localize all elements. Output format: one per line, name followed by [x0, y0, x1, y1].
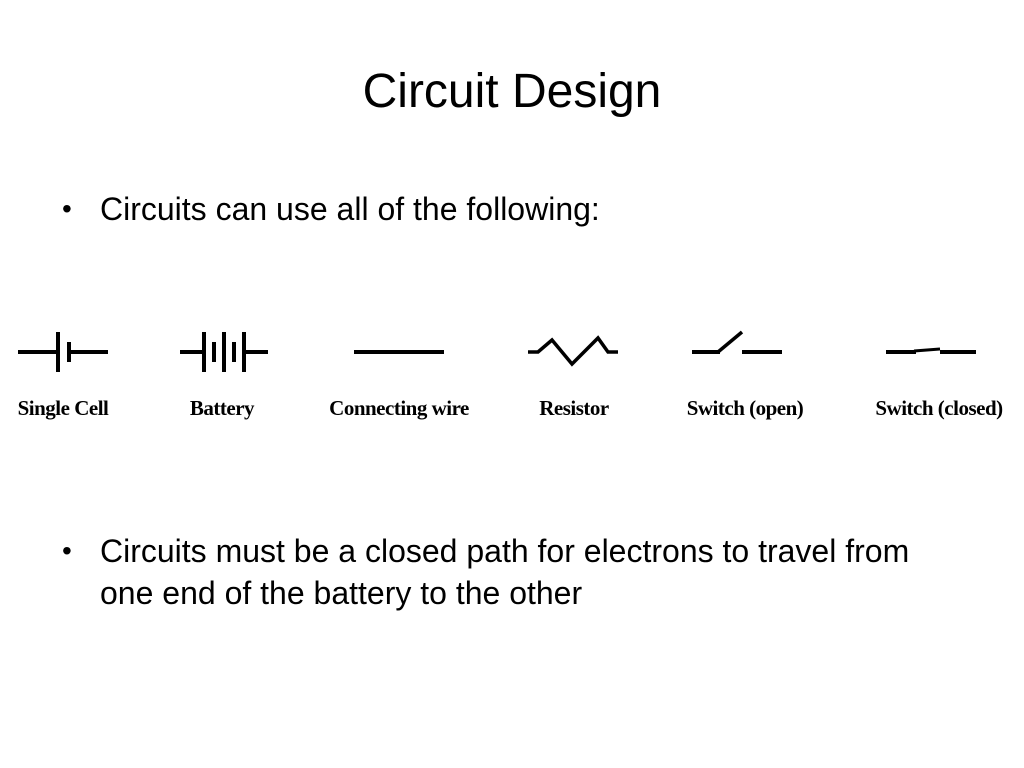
single-cell-icon [18, 332, 108, 372]
connecting-wire-icon [354, 350, 444, 354]
resistor-icon [528, 335, 618, 367]
symbol-connecting-wire: Connecting wire [316, 318, 482, 428]
symbol-switch-closed: Switch (closed) [858, 318, 1020, 428]
bullet-marker: • [62, 535, 72, 566]
bullet-marker: • [62, 193, 72, 224]
closed-switch-icon [886, 347, 976, 354]
bullet-text: Circuits must be a closed path for elect… [100, 533, 910, 611]
circuit-symbols-row: Single Cell Battery [0, 318, 1024, 428]
symbol-label: Switch (open) [686, 396, 804, 420]
symbol-label: Switch (closed) [875, 396, 1003, 420]
symbol-label: Single Cell [17, 396, 109, 420]
symbol-single-cell: Single Cell [4, 318, 122, 428]
symbol-label: Connecting wire [329, 396, 469, 420]
slide-title: Circuit Design [362, 65, 662, 118]
bullet-item: • Circuits can use all of the following: [62, 189, 962, 231]
symbol-switch-open: Switch (open) [670, 318, 820, 428]
symbol-label: Resistor [539, 396, 609, 420]
bullet-item: • Circuits must be a closed path for ele… [62, 531, 962, 614]
symbol-label: Battery [189, 396, 255, 420]
open-switch-icon [692, 330, 782, 354]
bullet-text: Circuits can use all of the following: [100, 191, 600, 227]
battery-icon [180, 332, 268, 372]
symbol-resistor: Resistor [526, 318, 622, 428]
symbol-battery: Battery [176, 318, 268, 428]
